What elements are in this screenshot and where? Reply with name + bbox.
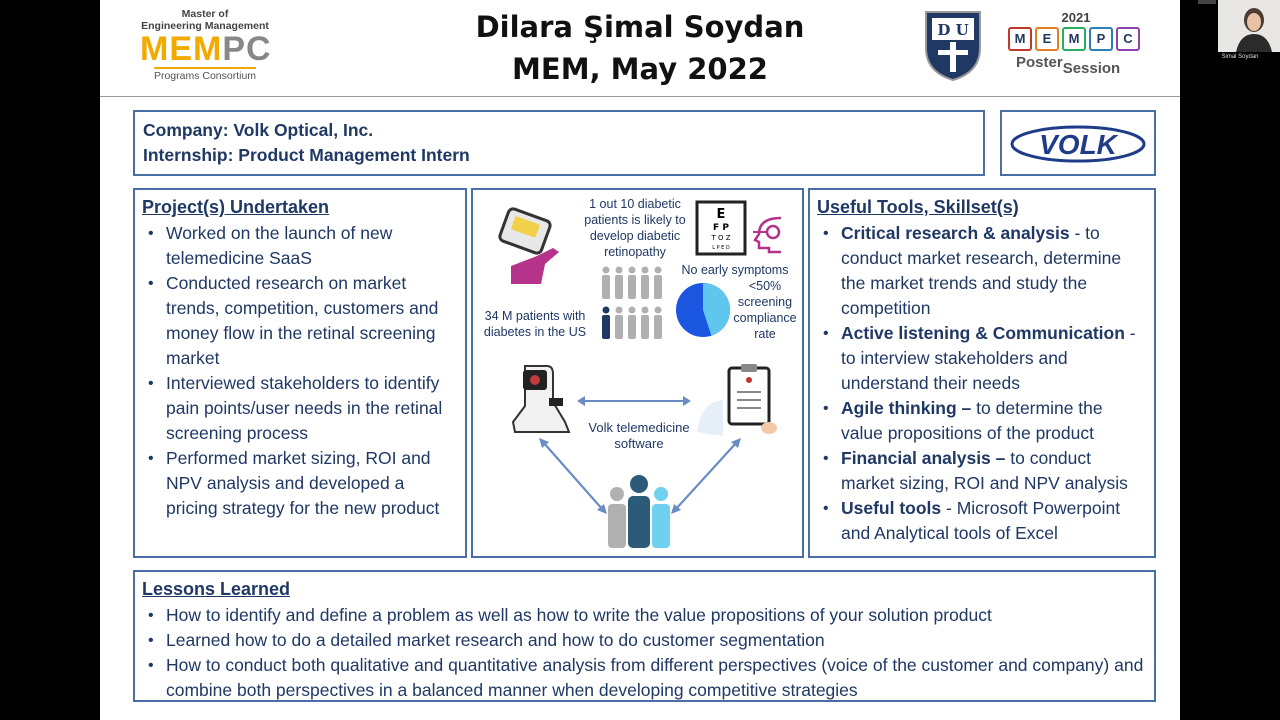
screening-device-icon [498, 207, 559, 284]
stat-screening-compliance: <50% screening compliance rate [733, 279, 797, 341]
eye-chart-row: T O Z [710, 234, 730, 242]
skill-name: Financial analysis – [841, 448, 1006, 468]
poster-title: Dilara Şimal Soydan MEM, May 2022 [350, 6, 930, 90]
mempc-letter: P [1089, 27, 1113, 51]
mem-logo-mem: MEM [140, 30, 223, 68]
list-item: Active listening & Communication - to in… [817, 321, 1147, 396]
tools-box: Useful Tools, Skillset(s) Critical resea… [808, 188, 1156, 558]
company-name: Company: Volk Optical, Inc. [143, 120, 374, 140]
mem-consortium-logo: Master of Engineering Management MEMPC P… [140, 8, 272, 88]
duke-shield-logo: D U [922, 8, 984, 84]
volk-logo-box: VOLK [1000, 110, 1156, 176]
list-item: Useful tools - Microsoft Powerpoint and … [817, 496, 1147, 546]
eye-chart-row: F P [713, 223, 729, 233]
list-item: Worked on the launch of new telemedicine… [142, 221, 458, 271]
meeting-toolbar-indicator[interactable] [1198, 0, 1216, 4]
presenter-name: Dilara Şimal Soydan [475, 10, 805, 44]
participant-avatar [1218, 0, 1280, 52]
skill-name: Useful tools [841, 498, 942, 518]
company-box: Company: Volk Optical, Inc. Internship: … [133, 110, 985, 176]
duke-shield-text: D U [937, 21, 968, 39]
skill-name: Active listening & Communication [841, 323, 1125, 343]
eye-chart-icon: E F P T O Z L P E D [695, 200, 747, 256]
eye-chart-row: L P E D [712, 245, 730, 251]
list-item: Financial analysis – to conduct market s… [817, 446, 1147, 496]
participant-video-thumbnail[interactable] [1218, 0, 1280, 52]
projects-box: Project(s) Undertaken Worked on the laun… [133, 188, 467, 558]
list-item: Conducted research on market trends, com… [142, 271, 458, 371]
diabetic-patient-people-icon [602, 306, 662, 339]
skill-description: to conduct market sizing, ROI and NPV an… [841, 448, 1128, 493]
participant-name-label: Simal Soydan [1221, 54, 1259, 60]
stat-diabetic-retinopathy: 1 out 10 diabetic patients is likely to … [584, 197, 686, 259]
list-item: How to conduct both qualitative and quan… [142, 653, 1147, 703]
stat-us-diabetes-patients: 34 M patients with diabetes in the US [483, 309, 587, 339]
patient-group-icon [608, 475, 670, 548]
mempc-year: 2021 [1061, 10, 1091, 25]
volk-logo: VOLK [1010, 125, 1146, 163]
projects-list: Worked on the launch of new telemedicine… [142, 221, 458, 521]
volk-logo-text: VOLK [1039, 129, 1119, 160]
list-item: How to identify and define a problem as … [142, 603, 1147, 628]
list-item: Learned how to do a detailed market rese… [142, 628, 1147, 653]
skill-description: - to conduct market research, determine … [841, 223, 1122, 318]
tools-list: Critical research & analysis - to conduc… [817, 221, 1147, 546]
skill-description: - Microsoft Powerpoint and Analytical to… [841, 498, 1121, 543]
list-item: Performed market sizing, ROI and NPV ana… [142, 446, 458, 521]
infographic-box: E F P T O Z L P E D 1 out 10 diabetic pa… [471, 188, 804, 558]
internship-title: Internship: Product Management Intern [143, 145, 470, 165]
eye-exam-head-icon [753, 216, 782, 254]
mem-logo-pc: PC [222, 30, 272, 68]
mempc-letter: M [1008, 27, 1032, 51]
mem-logo-line1: Master of [181, 8, 229, 20]
mempc-letter: M [1062, 27, 1086, 51]
compliance-pie-chart [676, 283, 730, 337]
skill-name: Agile thinking – [841, 398, 972, 418]
lessons-heading: Lessons Learned [142, 579, 291, 599]
program-date: MEM, May 2022 [512, 52, 768, 86]
list-item: Agile thinking – to determine the value … [817, 396, 1147, 446]
stat-no-early-symptoms: No early symptoms [681, 263, 789, 277]
mempc-poster-session-logo: 2021 M E M P C PosterSession [1008, 10, 1144, 88]
skill-description: - to interview stakeholders and understa… [841, 323, 1136, 393]
tools-heading: Useful Tools, Skillset(s) [817, 197, 1019, 217]
workflow-arrows-icon [539, 438, 741, 514]
poster-slide: Master of Engineering Management MEMPC P… [100, 0, 1180, 720]
lessons-list: How to identify and define a problem as … [142, 603, 1147, 703]
mem-logo-line3: Programs Consortium [153, 67, 257, 82]
mempc-word-session: Session [1062, 60, 1121, 77]
mempc-letter: C [1116, 27, 1140, 51]
double-arrow-icon [577, 396, 691, 406]
doctor-clipboard-icon [697, 364, 777, 436]
retinal-camera-icon [511, 365, 571, 433]
mempc-letters: M E M P C [1008, 27, 1144, 51]
mem-logo-line2: Engineering Management [141, 20, 269, 32]
lessons-box: Lessons Learned How to identify and defi… [133, 570, 1156, 702]
population-people-icon [602, 266, 662, 299]
header-divider [100, 96, 1180, 97]
projects-heading: Project(s) Undertaken [142, 197, 330, 217]
mempc-letter: E [1035, 27, 1059, 51]
skill-name: Critical research & analysis [841, 223, 1070, 243]
list-item: Critical research & analysis - to conduc… [817, 221, 1147, 321]
list-item: Interviewed stakeholders to identify pai… [142, 371, 458, 446]
mempc-word-poster: Poster [1016, 54, 1063, 71]
pie-compliant-slice [703, 283, 730, 336]
volk-telemedicine-software-label: Volk telemedicine software [588, 420, 690, 451]
eye-chart-row: E [717, 207, 726, 222]
skill-description: to determine the value propositions of t… [841, 398, 1103, 443]
